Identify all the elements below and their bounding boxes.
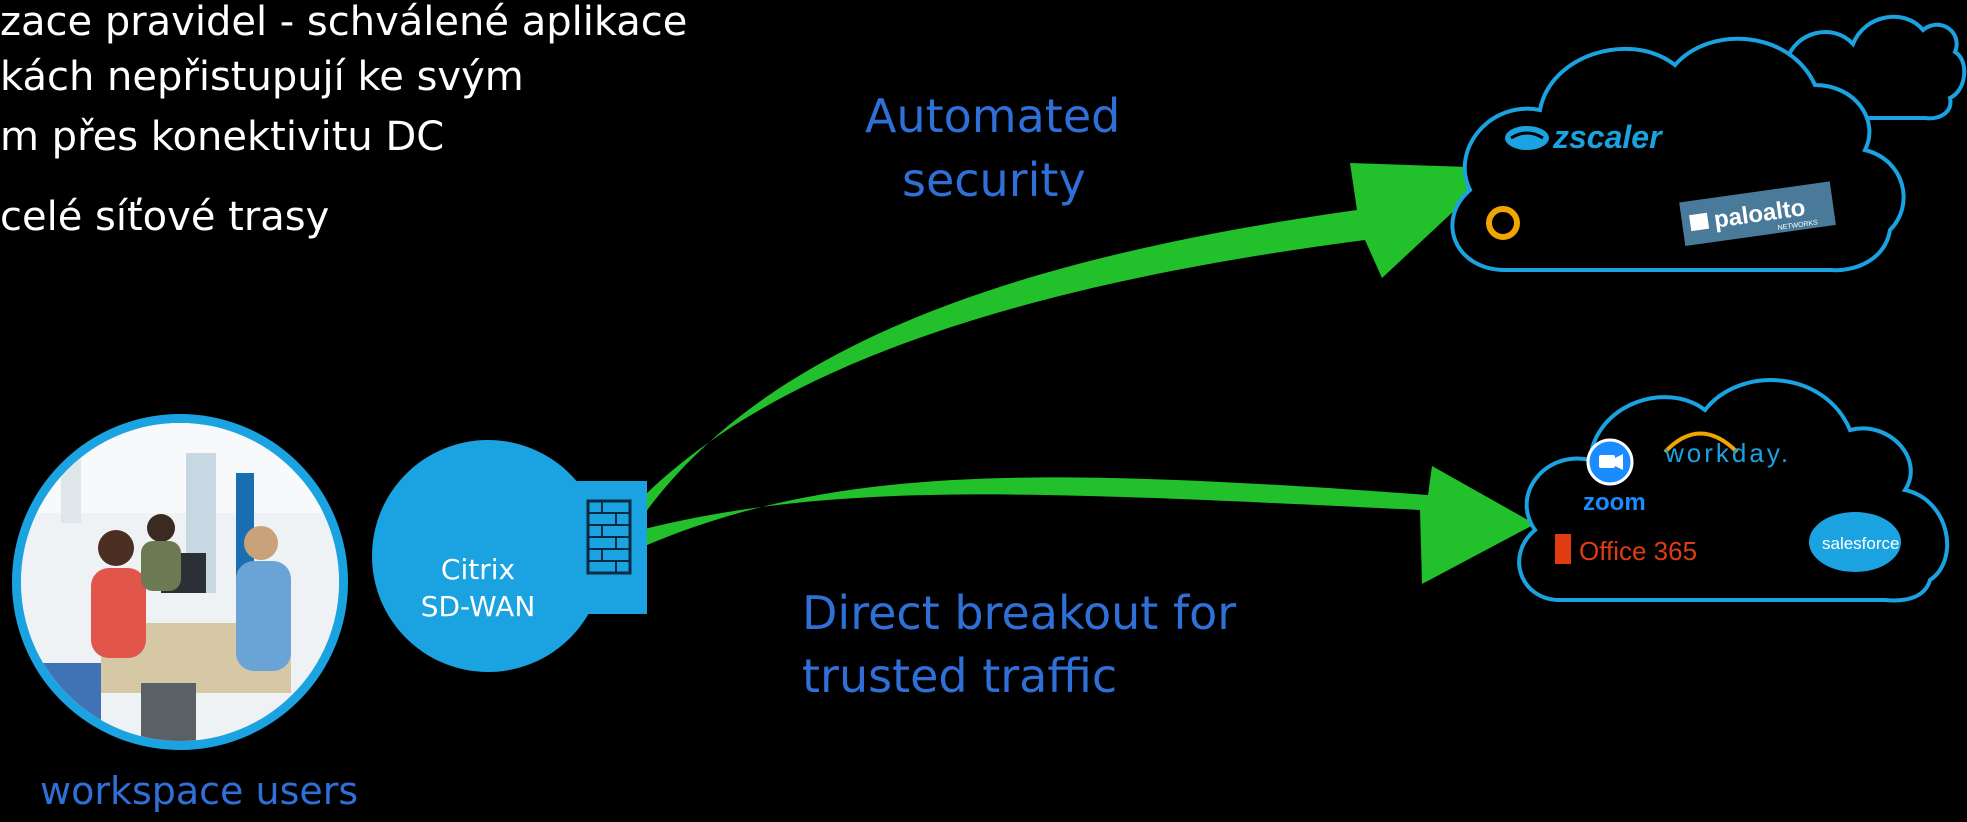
- zoom-text: zoom: [1583, 489, 1646, 516]
- apps-cloud: workday. zoom Office 365 salesforce: [1517, 378, 1950, 603]
- firewall-box: [572, 481, 647, 614]
- workday-logo: workday.: [1663, 431, 1791, 468]
- direct-breakout-line-2: trusted traffic: [802, 649, 1118, 703]
- automated-security-line-1: Automated: [865, 89, 1121, 143]
- firewall-icon: [586, 499, 632, 575]
- office365-logo: Office 365: [1555, 534, 1697, 566]
- direct-breakout-line-1: Direct breakout for: [802, 586, 1237, 640]
- zscaler-text: zscaler: [1552, 119, 1663, 155]
- text-line-3: m přes konektivitu DC: [0, 114, 445, 160]
- salesforce-text: salesforce: [1822, 534, 1899, 553]
- citrix-sdwan-node: Citrix SD-WAN: [372, 440, 604, 672]
- text-line-1: zace pravidel - schválené aplikace: [0, 0, 688, 45]
- automated-security-line-2: security: [902, 153, 1086, 207]
- sdwan-label: SD-WAN: [420, 590, 536, 623]
- workspace-users-label: workspace users: [40, 769, 359, 813]
- breakout-arrow: [640, 466, 1535, 584]
- security-cloud: zscaler paloalto NETWORKS: [1450, 14, 1967, 273]
- office-scene-image: [21, 423, 339, 741]
- orange-ring-logo: [1486, 206, 1520, 240]
- workspace-users-photo: [12, 414, 348, 750]
- text-line-4: celé síťové trasy: [0, 194, 330, 240]
- paloalto-logo: paloalto NETWORKS: [1679, 181, 1836, 247]
- office365-text: Office 365: [1579, 536, 1697, 566]
- big-cloud-outline: [1450, 36, 1906, 273]
- security-arrow: [640, 163, 1500, 520]
- text-line-2: kách nepřistupují ke svým: [0, 54, 524, 100]
- salesforce-logo: salesforce: [1809, 512, 1901, 572]
- workday-text: workday.: [1664, 438, 1791, 468]
- citrix-label: Citrix: [440, 553, 516, 586]
- zoom-logo: zoom: [1583, 438, 1646, 516]
- zscaler-logo: zscaler: [1505, 119, 1663, 155]
